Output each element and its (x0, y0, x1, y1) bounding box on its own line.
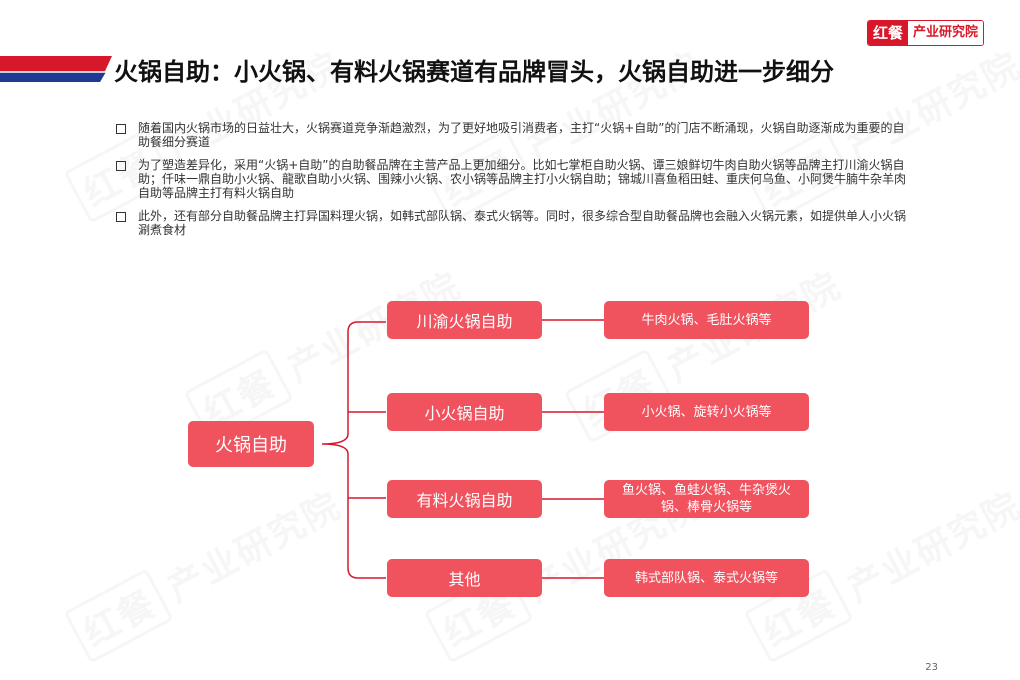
detail-node: 牛肉火锅、毛肚火锅等 (604, 301, 809, 339)
square-bullet-icon (116, 212, 126, 222)
logo-text: 产业研究院 (907, 21, 983, 45)
page-title: 火锅自助：小火锅、有料火锅赛道有品牌冒头，火锅自助进一步细分 (114, 58, 834, 86)
logo-mark: 红餐 (867, 21, 908, 45)
bullet-list: 随着国内火锅市场的日益壮大，火锅赛道竞争渐趋激烈，为了更好地吸引消费者，主打“火… (116, 121, 916, 246)
bullet-text: 随着国内火锅市场的日益壮大，火锅赛道竞争渐趋激烈，为了更好地吸引消费者，主打“火… (138, 121, 905, 149)
bullet-item: 随着国内火锅市场的日益壮大，火锅赛道竞争渐趋激烈，为了更好地吸引消费者，主打“火… (116, 121, 916, 149)
header-band (0, 56, 112, 82)
detail-node: 鱼火锅、鱼蛙火锅、牛杂煲火锅、棒骨火锅等 (604, 480, 809, 518)
category-node: 小火锅自助 (387, 393, 542, 431)
page-number: 23 (925, 662, 938, 673)
square-bullet-icon (116, 124, 126, 134)
bullet-text: 为了塑造差异化，采用“火锅+自助”的自助餐品牌在主营产品上更加细分。比如七掌柜自… (138, 158, 907, 200)
category-node: 有料火锅自助 (387, 480, 542, 518)
brace-connector (321, 321, 359, 579)
diagram-root-node: 火锅自助 (188, 421, 314, 467)
square-bullet-icon (116, 161, 126, 171)
bullet-item: 为了塑造差异化，采用“火锅+自助”的自助餐品牌在主营产品上更加细分。比如七掌柜自… (116, 158, 916, 200)
category-node: 川渝火锅自助 (387, 301, 542, 339)
detail-node: 韩式部队锅、泰式火锅等 (604, 559, 809, 597)
category-node: 其他 (387, 559, 542, 597)
bullet-text: 此外，还有部分自助餐品牌主打异国料理火锅，如韩式部队锅、泰式火锅等。同时，很多综… (138, 209, 907, 237)
bullet-item: 此外，还有部分自助餐品牌主打异国料理火锅，如韩式部队锅、泰式火锅等。同时，很多综… (116, 209, 916, 237)
detail-node: 小火锅、旋转小火锅等 (604, 393, 809, 431)
brand-logo: 红餐 产业研究院 (866, 20, 984, 46)
